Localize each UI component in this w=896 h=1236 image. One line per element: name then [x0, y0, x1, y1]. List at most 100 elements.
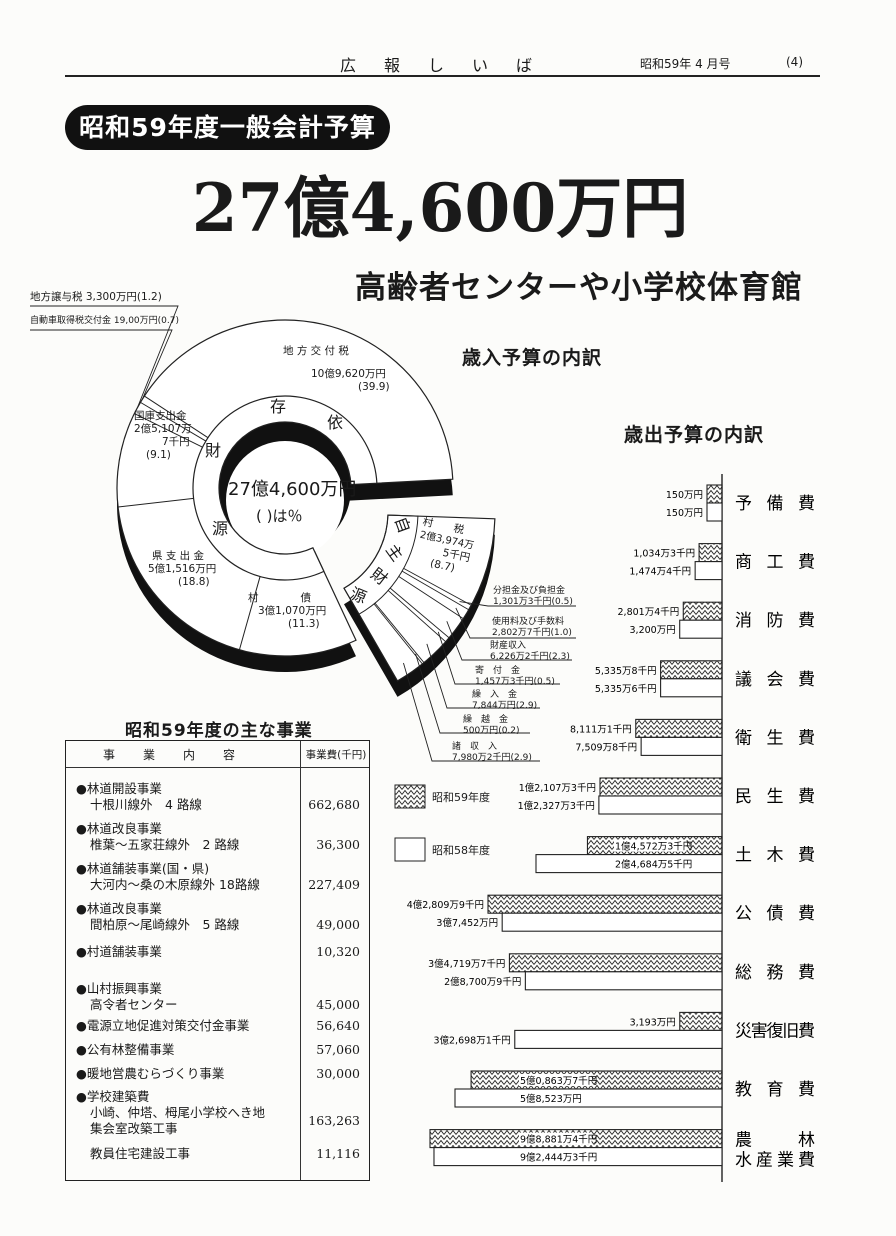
slice-divider	[374, 602, 425, 663]
bar-value-label: 9億8,881万4千円	[520, 1134, 597, 1146]
project-line: ●学校建築費	[76, 1089, 150, 1104]
leader-line	[30, 329, 173, 400]
slice-divider	[134, 413, 203, 448]
bar-value-label: 4億2,809万9千円	[407, 899, 484, 911]
slice-amount: 2,802万7千円(1.0)	[492, 628, 572, 638]
header-content: 事業内容	[102, 748, 263, 762]
bar-59	[487, 894, 723, 914]
slice-amount: 7千円	[162, 436, 190, 448]
headline-badge: 昭和59年度一般会計予算	[65, 105, 390, 150]
slice-name: 地 方 交 付 税	[283, 345, 349, 357]
pie-label-village-bond: 村 債 3億1,070万円 (11.3)	[248, 592, 338, 631]
slice-pct: (9.1)	[146, 449, 171, 461]
project-line: ●公有林整備事業	[76, 1042, 175, 1057]
bar-59	[682, 601, 723, 621]
project-line: ●林道開設事業	[76, 781, 162, 796]
bar-label-bg	[519, 1150, 592, 1163]
expenditure-bar-chart: 150万円150万円予 備 費1,034万3千円1,474万4千円商 工 費2,…	[394, 474, 815, 1182]
leader-line	[459, 601, 576, 607]
donut-center-total: 27億4,600万円	[228, 479, 357, 500]
slice-amount: 3,300万円	[85, 291, 137, 303]
legend-swatch-59	[394, 784, 426, 809]
bar-label-bg	[519, 1132, 592, 1145]
category-label: 災害復旧費	[735, 1021, 815, 1041]
leader-line	[437, 631, 560, 685]
bar-value-label: 5,335万6千円	[595, 684, 657, 695]
bar-58	[640, 736, 723, 756]
bar-value-label: 2億8,700万9千円	[444, 976, 521, 988]
pie-label-vehicle-tax: 自動車取得税交付金 19,00万円(0.7)	[30, 316, 179, 327]
project-cost: 662,680	[308, 797, 360, 812]
bar-value-label: 3億7,452万円	[436, 917, 498, 929]
slice-name: 財産収入	[490, 641, 527, 651]
ring-char: 源	[212, 519, 229, 538]
headline-amount: 27億4,600万円	[191, 169, 689, 247]
donut-inner-band	[192, 395, 378, 581]
pie-label-local-transfer: 地方譲与税 3,300万円(1.2)	[30, 291, 162, 304]
project-cost: 11,116	[316, 1146, 360, 1161]
pie-label-local-allocation: 地 方 交 付 税 10億9,620万円 (39.9)	[283, 345, 390, 394]
ring-char: 財	[205, 441, 222, 460]
slice-divider	[398, 576, 464, 619]
expenditure-title: 歳出予算の内訳	[624, 424, 765, 446]
leader-line	[455, 607, 576, 639]
bar-59	[679, 1011, 723, 1031]
category-label: 公 債 費	[735, 904, 815, 924]
donut-center	[226, 441, 344, 559]
bar-58	[524, 971, 723, 991]
bar-59	[635, 718, 723, 738]
pie-label-prefecture: 県 支 出 金 5億1,516万円 (18.8)	[148, 550, 216, 589]
bar-value-label: 7,509万8千円	[575, 742, 637, 753]
slice-name: 繰 越 金	[463, 715, 509, 725]
bar-label-bg	[519, 1092, 579, 1104]
project-cost: 30,000	[316, 1066, 360, 1081]
bar-value-label: 3億4,719万7千円	[428, 958, 505, 970]
slice-amount: 3億1,070万円	[258, 605, 327, 617]
bar-value-label: 2億4,684万5千円	[615, 859, 692, 871]
slice-name: 国庫支出金	[134, 410, 187, 422]
slice-name: 諸 収 入	[452, 742, 498, 752]
category-label: 教 育 費	[735, 1080, 815, 1100]
bar-value-label: 1億4,572万3千円	[615, 841, 692, 853]
leader-line	[415, 653, 530, 734]
project-line: ●暖地営農むらづくり事業	[76, 1066, 225, 1081]
bar-value-label: 1,034万3千円	[633, 549, 695, 560]
category-label: 商 工 費	[735, 553, 815, 573]
slice-amount: 10億9,620万円	[311, 368, 386, 380]
project-line: 十根川線外 4 路線	[90, 797, 202, 812]
slice-pct: (39.9)	[358, 381, 390, 393]
project-cost: 57,060	[316, 1042, 360, 1057]
slice-name: 寄 付 金	[475, 666, 521, 676]
category-label: 水産業費	[735, 1151, 815, 1171]
slice-amount: 19,00万円	[113, 316, 158, 326]
legend-label-59: 昭和59年度	[432, 791, 490, 804]
project-cost: 49,000	[316, 917, 360, 932]
slice-amount: 2億5,107万	[134, 423, 192, 435]
slice-name: 分担金及び負担金	[493, 586, 566, 596]
category-label: 総 務 費	[735, 963, 815, 983]
bar-label-bg	[614, 839, 687, 852]
bar-value-label: 9億2,444万3千円	[520, 1152, 597, 1164]
project-line: ●電源立地促進対策交付金事業	[76, 1018, 250, 1033]
donut-center-note: ( )は％	[256, 507, 303, 525]
bar-value-label: 1億2,107万3千円	[519, 782, 596, 794]
bar-value-label: 150万円	[666, 508, 703, 519]
project-line: ●林道舗装事業(国・県)	[76, 861, 210, 876]
slice-amount: 500万円(0.2)	[463, 726, 520, 736]
page-number: (4)	[786, 55, 803, 69]
bar-value-label: 3,193万円	[630, 1017, 676, 1028]
bar-58	[501, 912, 723, 932]
leader-line	[403, 662, 540, 762]
slice-name: 村 債	[248, 592, 311, 604]
slice-pct: (18.8)	[178, 576, 210, 588]
bar-59	[660, 660, 723, 680]
category-label: 土 木 費	[735, 846, 815, 866]
project-cost: 163,263	[308, 1113, 360, 1128]
bar-value-label: 150万円	[666, 490, 703, 501]
project-line: 教員住宅建設工事	[90, 1146, 191, 1161]
